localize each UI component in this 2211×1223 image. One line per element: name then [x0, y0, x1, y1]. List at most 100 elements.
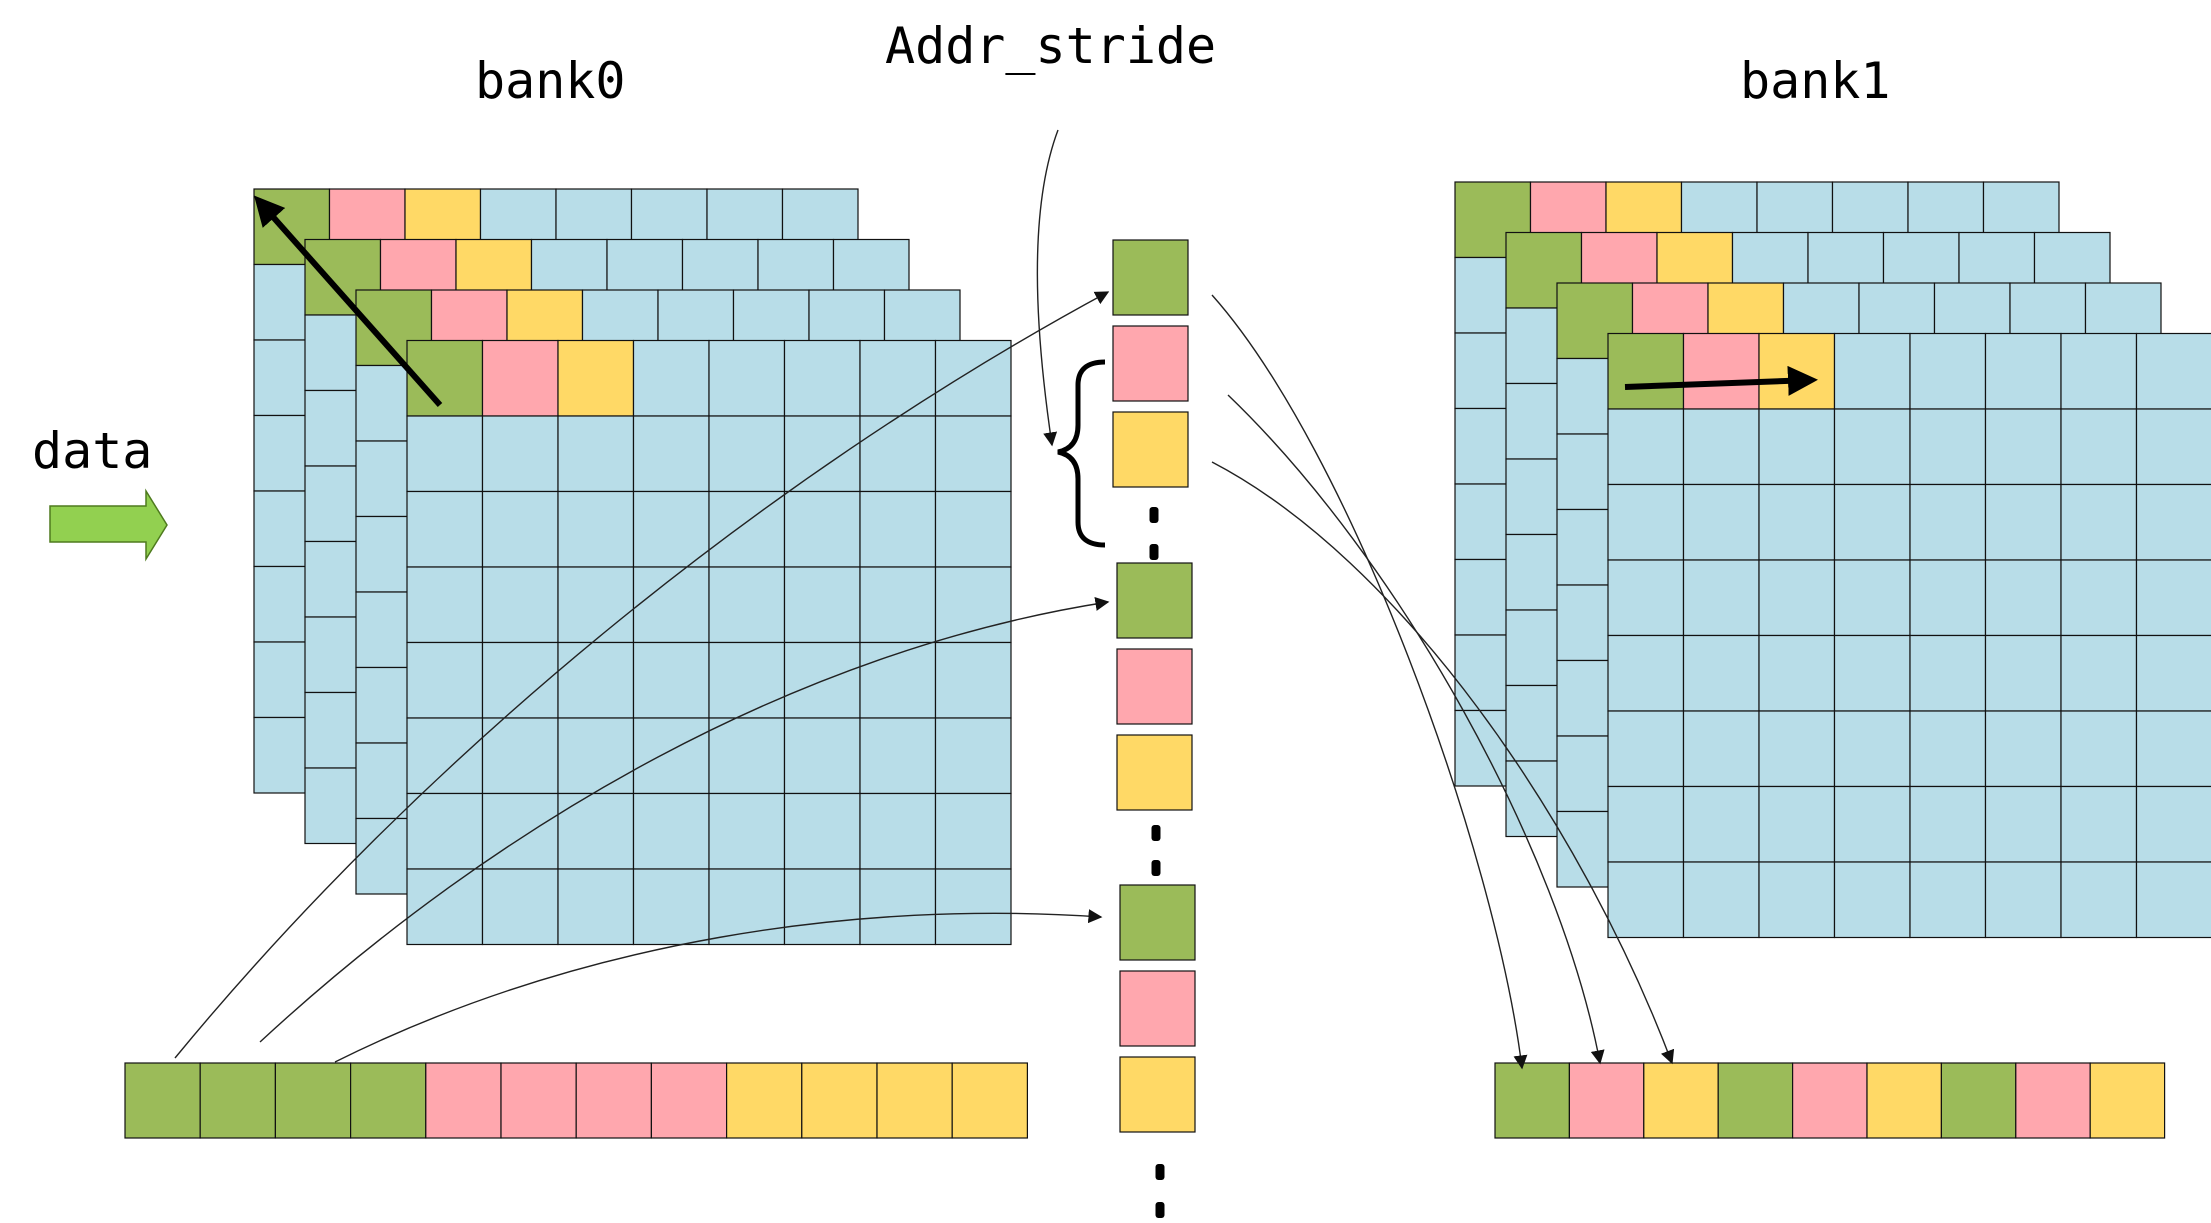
row-cell	[575, 1062, 653, 1139]
grid-cell	[632, 868, 710, 946]
row-cell	[124, 1062, 201, 1139]
row-cell	[2015, 1062, 2091, 1139]
grid-cell	[1682, 710, 1760, 788]
grid-cell	[1833, 408, 1911, 486]
stride-cell	[1112, 411, 1189, 488]
grid-cell	[1758, 483, 1836, 561]
stride-cell	[1116, 734, 1193, 811]
grid-cell	[481, 415, 559, 493]
bank0-feature-map	[253, 188, 1012, 946]
row-cell	[1568, 1062, 1645, 1139]
grid-cell	[1607, 408, 1685, 486]
grid-cell	[2060, 559, 2138, 637]
grid-cell	[1758, 559, 1836, 637]
grid-cell	[1607, 332, 1685, 410]
grid-cell	[1984, 710, 2062, 788]
grid-cell	[783, 490, 861, 568]
grid-cell	[557, 717, 635, 795]
bank0-connector-2	[259, 597, 1110, 1043]
grid-cell	[481, 868, 559, 946]
grid-cell	[1909, 634, 1987, 712]
grid-cell	[2060, 408, 2138, 486]
grid-cell	[783, 868, 861, 946]
grid-cell	[632, 717, 710, 795]
bank1-connector-3	[1211, 461, 1675, 1065]
grid-cell	[1909, 408, 1987, 486]
row-cell	[1791, 1062, 1868, 1139]
grid-cell	[632, 792, 710, 870]
grid-cell	[934, 566, 1012, 644]
grid-cell	[557, 415, 635, 493]
grid-cell	[1833, 634, 1911, 712]
grid-cell	[1682, 483, 1760, 561]
grid-cell	[406, 490, 484, 568]
grid-cell	[632, 415, 710, 493]
grid-cell	[1984, 559, 2062, 637]
row-cell	[725, 1062, 803, 1139]
grid-cell	[2060, 634, 2138, 712]
grid-cell	[2135, 634, 2211, 712]
grid-cell	[934, 792, 1012, 870]
grid-cell	[557, 339, 635, 417]
bank1-label: bank1	[1740, 52, 1891, 110]
stride-cell	[1119, 1056, 1196, 1133]
grid-cell	[632, 641, 710, 719]
stride-cell	[1116, 648, 1193, 725]
grid-cell	[557, 490, 635, 568]
grid-cell	[859, 566, 937, 644]
grid-cell	[1607, 710, 1685, 788]
row-cell	[199, 1062, 276, 1139]
grid-cell	[934, 339, 1012, 417]
grid-cell	[1607, 634, 1685, 712]
grid-cell	[1758, 408, 1836, 486]
grid-cell	[859, 792, 937, 870]
grid-cell	[708, 415, 786, 493]
grid-cell	[406, 566, 484, 644]
grid-cell	[406, 415, 484, 493]
grid-cell	[2060, 710, 2138, 788]
grid-cell	[859, 490, 937, 568]
grid-cell	[1909, 483, 1987, 561]
grid-cell	[934, 641, 1012, 719]
bank0-connector-3	[334, 909, 1103, 1063]
grid-cell	[783, 792, 861, 870]
grid-cell	[1607, 483, 1685, 561]
grid-cell	[783, 566, 861, 644]
grid-cell	[783, 415, 861, 493]
grid-cell	[481, 717, 559, 795]
addr-stride-label: Addr_stride	[885, 17, 1216, 75]
bank0-output-row	[124, 1062, 1029, 1139]
grid-cell	[2135, 559, 2211, 637]
grid-cell	[2135, 785, 2211, 863]
bank-layer	[1607, 332, 2211, 939]
row-cell	[1717, 1062, 1794, 1139]
bank1-connector-1	[1211, 294, 1528, 1070]
addr-stride-pointer	[1036, 129, 1059, 447]
grid-cell	[708, 641, 786, 719]
bank-layer	[406, 339, 1012, 946]
grid-cell	[708, 717, 786, 795]
row-cell	[650, 1062, 728, 1139]
connector-curves	[174, 129, 1675, 1070]
grid-cell	[1607, 861, 1685, 939]
grid-cell	[1984, 634, 2062, 712]
stride-cell	[1112, 239, 1189, 316]
grid-cell	[406, 717, 484, 795]
row-cell	[350, 1062, 427, 1139]
grid-cell	[481, 339, 559, 417]
grid-cell	[481, 566, 559, 644]
grid-cell	[1984, 785, 2062, 863]
grid-cell	[708, 792, 786, 870]
grid-cell	[1984, 332, 2062, 410]
ellipsis-dot	[1149, 507, 1159, 523]
row-cell	[274, 1062, 352, 1139]
grid-cell	[557, 566, 635, 644]
grid-cell	[1758, 710, 1836, 788]
grid-cell	[859, 868, 937, 946]
grid-cell	[2060, 861, 2138, 939]
grid-cell	[1833, 710, 1911, 788]
bank1-feature-map	[1454, 181, 2211, 939]
grid-cell	[481, 792, 559, 870]
grid-cell	[934, 717, 1012, 795]
